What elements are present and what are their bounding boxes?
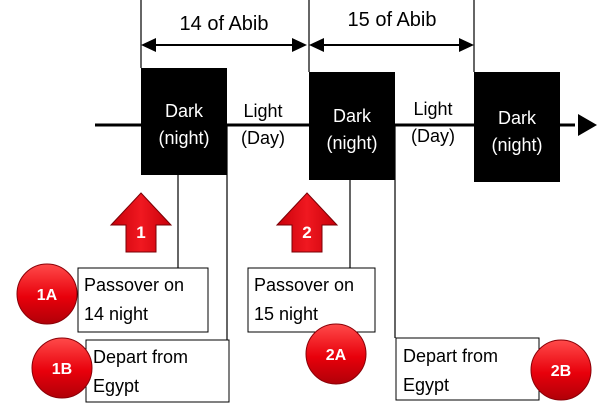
light-label-1-line2: (Day) [241,128,285,148]
dark-block-3: Dark (night) [474,72,560,182]
note-depart-2-line2: Egypt [403,375,449,395]
note-passover-14-line2: 14 night [84,304,148,324]
arrow-2-icon: 2 [275,192,339,253]
badge-1a-label: 1A [37,287,58,304]
note-depart-1-line1: Depart from [93,347,188,367]
period-bracket-15: 15 of Abib [308,0,475,72]
note-passover-14-line1: Passover on [84,275,184,295]
arrow-1-label: 1 [136,223,145,242]
note-passover-14: Passover on 14 night [77,267,209,333]
note-depart-2: Depart from Egypt [395,337,540,401]
period-label-15: 15 of Abib [348,9,437,31]
dark-block-1-line1: Dark [165,101,204,121]
period-bracket-14: 14 of Abib [140,0,307,68]
arrow-1-icon: 1 [109,192,173,253]
note-passover-15: Passover on 15 night [247,267,376,333]
note-passover-15-line1: Passover on [254,275,354,295]
arrow-2-label: 2 [302,223,311,242]
badge-1a: 1A [16,263,78,325]
dark-block-2-line1: Dark [333,106,372,126]
note-depart-1: Depart from Egypt [85,339,230,403]
note-depart-1-line2: Egypt [93,376,139,396]
period-label-14: 14 of Abib [180,13,269,35]
dark-block-1: Dark (night) [141,68,227,175]
badge-2a-label: 2A [326,347,347,364]
dark-block-1-line2: (night) [158,128,209,148]
light-label-2: Light (Day) [411,99,455,146]
badge-2a: 2A [305,323,367,385]
badge-2b: 2B [530,339,592,401]
note-passover-15-line2: 15 night [254,304,318,324]
dark-block-2-line2: (night) [326,133,377,153]
light-label-2-line2: (Day) [411,126,455,146]
dark-block-2: Dark (night) [309,72,395,180]
dark-block-3-line2: (night) [491,135,542,155]
light-label-1: Light (Day) [241,101,285,148]
badge-1b-label: 1B [52,361,72,378]
badge-1b: 1B [31,337,93,399]
note-depart-2-line1: Depart from [403,346,498,366]
light-label-2-line1: Light [413,99,452,119]
badge-2b-label: 2B [551,363,571,380]
dark-block-3-line1: Dark [498,108,537,128]
light-label-1-line1: Light [243,101,282,121]
